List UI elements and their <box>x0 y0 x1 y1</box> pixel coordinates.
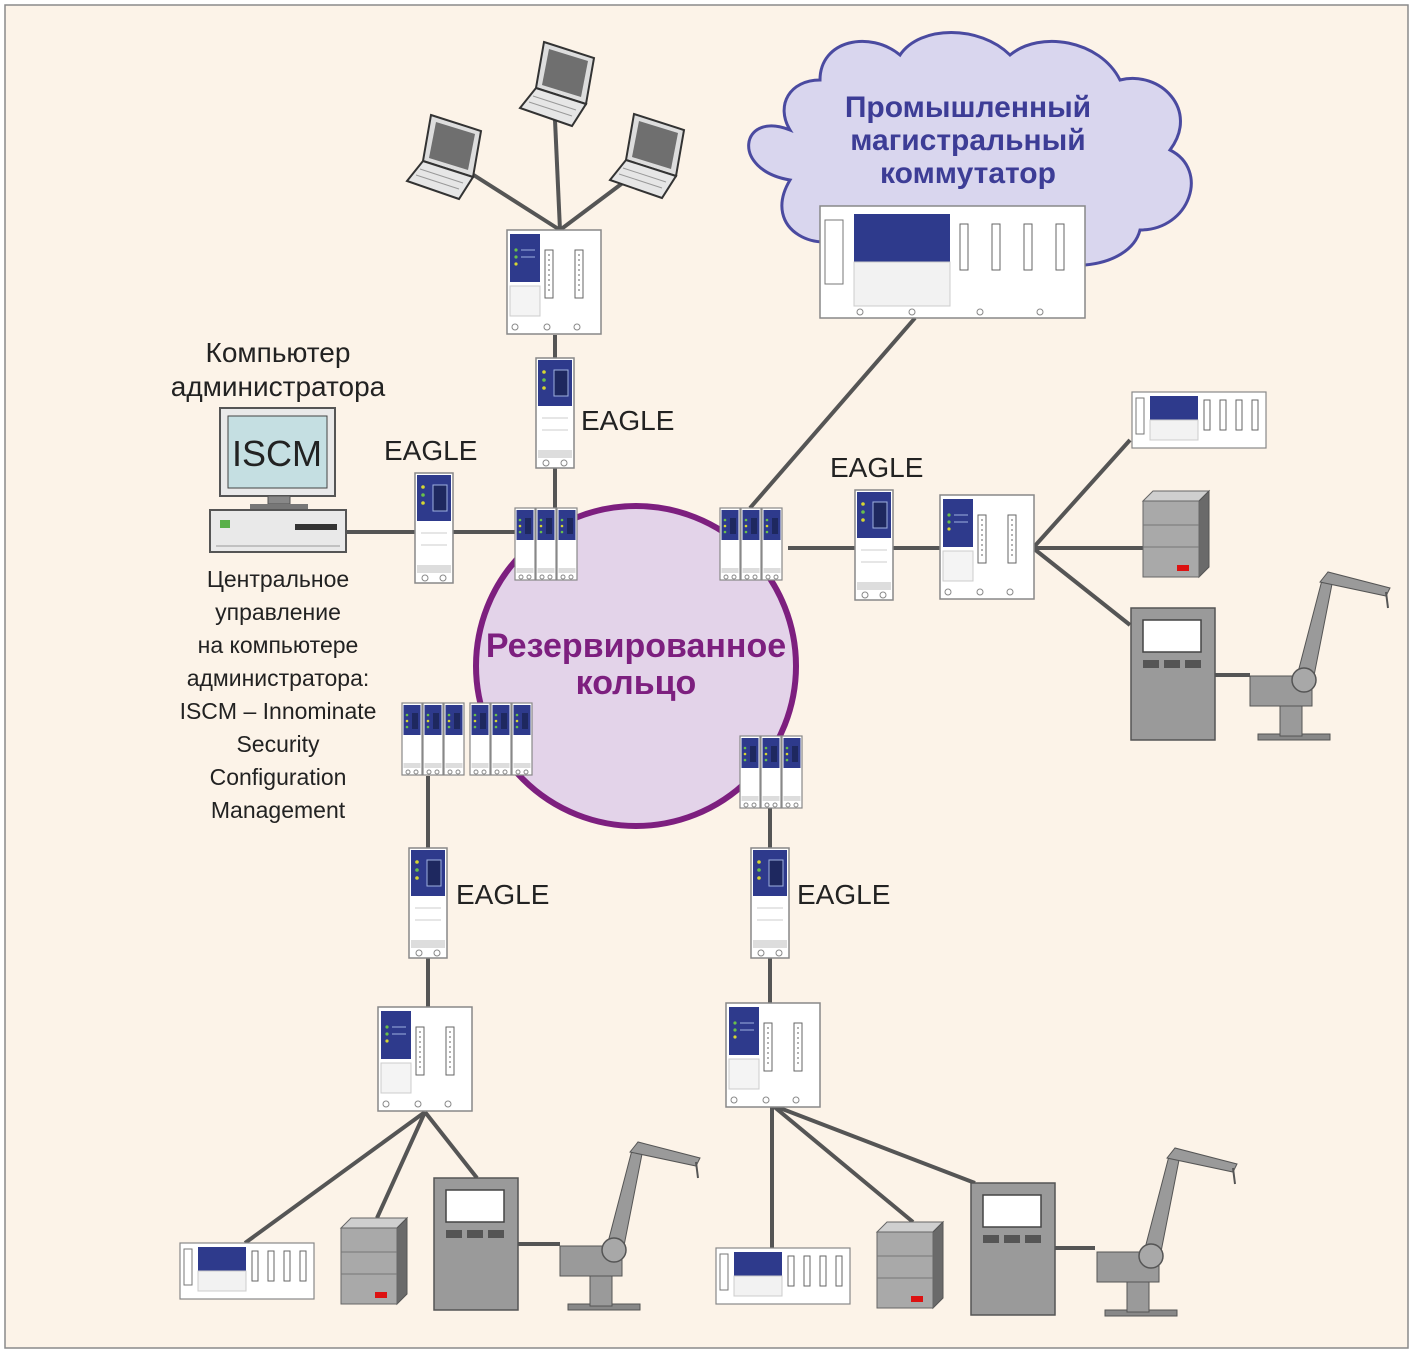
server-icon <box>340 1217 408 1305</box>
ring-switch-group-bottom-right <box>739 735 803 809</box>
cloud-title-line1: Промышленный <box>845 91 1091 124</box>
terminal-icon <box>1130 607 1216 741</box>
cloud-title-line2: магистральный <box>850 124 1086 157</box>
eagle-label-right: EAGLE <box>830 452 923 483</box>
admin-caption-line7: Configuration <box>210 764 347 790</box>
backbone-switch-icon <box>819 205 1086 319</box>
eagle-label-top: EAGLE <box>581 405 674 436</box>
admin-screen-text: ISCM <box>232 433 322 474</box>
ring-switch-group-top-right <box>719 507 783 581</box>
server-icon <box>1142 490 1210 578</box>
server-icon <box>876 1221 944 1309</box>
redundant-ring <box>473 503 799 829</box>
admin-caption-line4: администратора: <box>187 665 370 691</box>
plc-icon <box>1131 391 1267 449</box>
ring-title-line1: Резервированное <box>486 627 786 665</box>
eagle-firewall-icon <box>535 357 575 469</box>
desktop-computer-icon <box>209 407 347 553</box>
plc-icon <box>179 1242 315 1300</box>
switch-icon <box>939 494 1035 600</box>
eagle-firewall-icon <box>854 489 894 601</box>
admin-caption-line8: Management <box>211 797 346 823</box>
terminal-icon <box>433 1177 519 1311</box>
network-links <box>243 119 1250 1250</box>
admin-caption-line3: на компьютере <box>198 632 359 658</box>
eagle-firewall-icon <box>750 847 790 959</box>
eagle-label-bottom-left: EAGLE <box>456 879 549 910</box>
admin-caption-line6: Security <box>236 731 320 757</box>
eagle-firewall-icon <box>408 847 448 959</box>
terminal-icon <box>970 1182 1056 1316</box>
admin-title-line1: Компьютер <box>206 337 351 368</box>
admin-caption-line1: Центральное <box>207 566 349 592</box>
eagle-label-bottom-right: EAGLE <box>797 879 890 910</box>
eagle-firewall-icon <box>414 472 454 584</box>
switch-icon <box>377 1006 473 1112</box>
switch-icon <box>506 229 602 335</box>
cloud-title-line3: коммутатор <box>880 157 1056 190</box>
eagle-label-admin: EAGLE <box>384 435 477 466</box>
admin-caption-line2: управление <box>215 599 341 625</box>
ring-switch-group-top-left <box>514 507 578 581</box>
plc-icon <box>715 1247 851 1305</box>
switch-icon <box>725 1002 821 1108</box>
ring-title-line2: кольцо <box>576 664 697 702</box>
admin-caption-line5: ISCM – Innominate <box>180 698 377 724</box>
admin-title-line2: администратора <box>171 371 386 402</box>
